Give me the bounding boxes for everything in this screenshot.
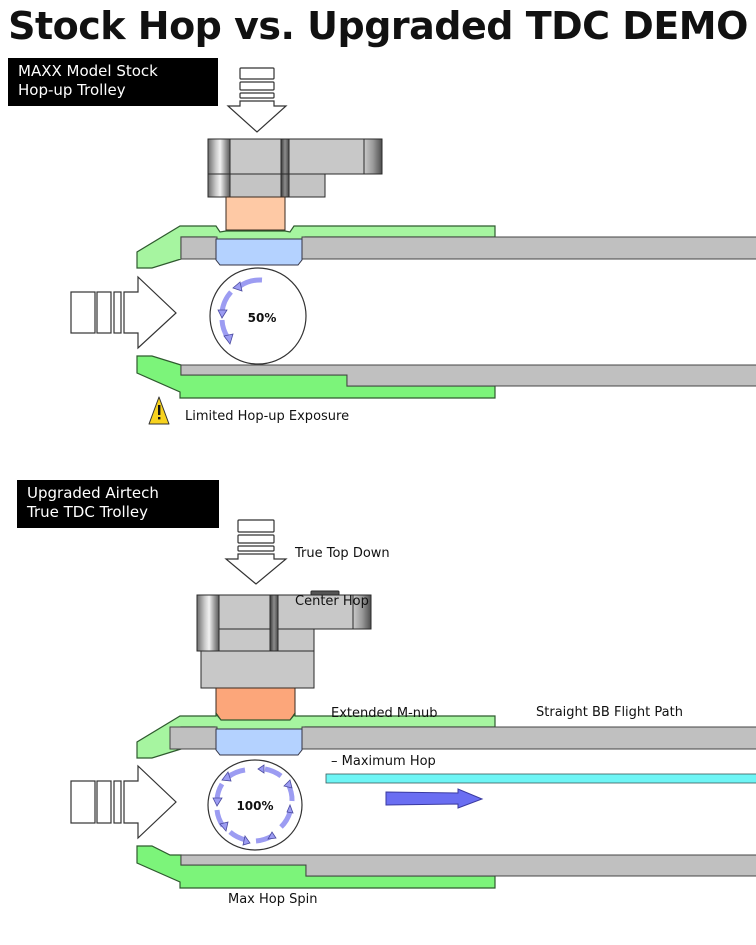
upgraded-trolley-label: Upgraded Airtech True TDC Trolley	[17, 480, 219, 528]
upgraded-panel: 100%	[70, 519, 756, 889]
direction-arrow-icon	[385, 788, 484, 809]
barrel-upper-long	[301, 236, 756, 260]
true-top-down-note: True Top Down Center Hop	[295, 514, 390, 626]
stock-label-line-2: Hop-up Trolley	[18, 81, 126, 99]
stock-panel: 50%	[70, 67, 756, 425]
stock-nub	[225, 196, 286, 231]
upgraded-label-line-1: Upgraded Airtech	[27, 484, 159, 502]
barrel-lower	[180, 364, 756, 387]
spin-arrowheads	[212, 764, 294, 846]
warning-triangle-icon	[148, 396, 170, 425]
true-top-down-line-1: True Top Down	[295, 546, 390, 561]
air-flow-arrow-icon	[70, 275, 177, 350]
stock-trolley	[207, 138, 383, 198]
extended-nub-line-1: Extended M-nub	[331, 706, 438, 721]
air-flow-arrow-icon	[70, 764, 177, 840]
stock-label-line-1: MAXX Model Stock	[18, 62, 158, 80]
extended-nub-line-2: – Maximum Hop	[331, 754, 436, 769]
hop-percent-upgraded: 100%	[236, 799, 273, 813]
barrel-upper	[169, 726, 218, 750]
extended-nub	[215, 687, 296, 721]
tdc-trolley	[196, 590, 372, 689]
upgraded-label-line-2: True TDC Trolley	[27, 503, 148, 521]
stock-trolley-label: MAXX Model Stock Hop-up Trolley	[8, 58, 218, 106]
bb	[209, 267, 307, 365]
bucking	[215, 728, 303, 756]
barrel-upper	[180, 236, 218, 260]
bb	[207, 759, 303, 851]
pressure-down-arrow-icon	[226, 67, 288, 133]
warning-text: Limited Hop-up Exposure	[185, 409, 350, 424]
pressure-down-arrow-icon	[224, 519, 288, 585]
flight-path-note: Straight BB Flight Path	[536, 705, 683, 720]
bucking	[215, 238, 303, 266]
extended-nub-note: Extended M-nub – Maximum Hop	[331, 674, 438, 786]
spin-arrowheads	[217, 281, 243, 345]
barrel-lower	[180, 854, 756, 877]
flight-path-line	[325, 773, 756, 784]
max-hop-spin-note: Max Hop Spin	[228, 892, 318, 907]
true-top-down-line-2: Center Hop	[295, 594, 369, 609]
page-title: Stock Hop vs. Upgraded TDC DEMO	[8, 4, 748, 48]
hop-percent-stock: 50%	[248, 311, 277, 325]
